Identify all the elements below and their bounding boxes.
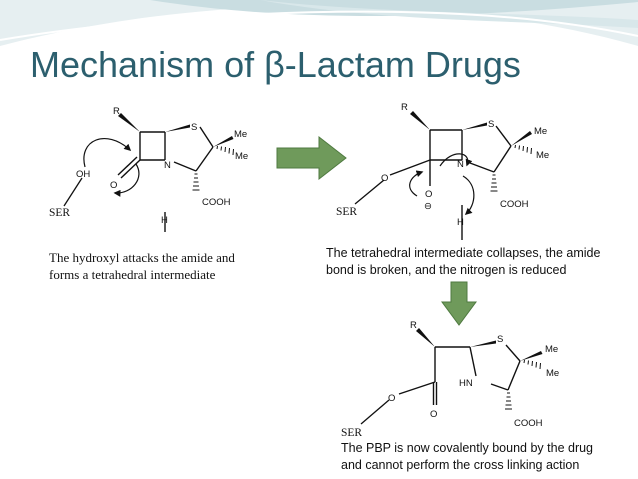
oxygen-label: O bbox=[388, 393, 395, 404]
arrow-down-icon bbox=[441, 281, 477, 326]
caption-line: forms a tetrahedral intermediate bbox=[49, 267, 216, 282]
oxygen-label: O bbox=[381, 173, 388, 184]
structure-acyl-enzyme: R S Me Me HN O O COOH SER bbox=[341, 320, 559, 439]
sulfur-label: S bbox=[191, 122, 197, 133]
caption-line: The PBP is now covalently bound by the d… bbox=[341, 441, 594, 455]
serine-label: SER bbox=[341, 427, 362, 439]
carboxyl-label: COOH bbox=[514, 418, 543, 429]
carboxyl-label: COOH bbox=[500, 199, 529, 210]
sulfur-label: S bbox=[497, 334, 503, 345]
caption-step-3: The PBP is now covalently bound by the d… bbox=[341, 440, 593, 474]
carboxyl-label: COOH bbox=[202, 197, 231, 208]
caption-step-2: The tetrahedral intermediate collapses, … bbox=[326, 245, 600, 279]
caption-line: The tetrahedral intermediate collapses, … bbox=[326, 246, 601, 260]
negative-charge-icon: ⊖ bbox=[424, 201, 432, 212]
amine-label: HN bbox=[459, 378, 473, 389]
r-label: R bbox=[401, 102, 408, 113]
methyl-label: Me bbox=[534, 126, 547, 137]
hydroxyl-label: OH bbox=[76, 169, 90, 180]
methyl-label: Me bbox=[234, 129, 247, 140]
structure-tetrahedral-intermediate: R S Me Me N O O ⊖ H COOH SER bbox=[336, 102, 549, 240]
structure-penicillin: R S Me Me N OH O COOH H SER bbox=[49, 106, 248, 232]
oxygen-label: O bbox=[430, 409, 437, 420]
slide-title: Mechanism of β-Lactam Drugs bbox=[30, 44, 521, 85]
header-swoosh bbox=[0, 0, 638, 46]
methyl-label: Me bbox=[536, 150, 549, 161]
oxygen-label: O bbox=[425, 189, 432, 200]
methyl-label: Me bbox=[546, 368, 559, 379]
caption-line: and cannot perform the cross linking act… bbox=[341, 458, 580, 472]
methyl-label: Me bbox=[545, 344, 558, 355]
caption-step-1: The hydroxyl attacks the amide and forms… bbox=[49, 249, 235, 283]
oxygen-label: O bbox=[110, 180, 117, 191]
methyl-label: Me bbox=[235, 151, 248, 162]
serine-label: SER bbox=[336, 206, 357, 218]
sulfur-label: S bbox=[488, 119, 494, 130]
r-label: R bbox=[113, 106, 120, 117]
nitrogen-label: N bbox=[164, 160, 171, 171]
caption-line: The hydroxyl attacks the amide and bbox=[49, 250, 235, 265]
r-label: R bbox=[410, 320, 417, 331]
caption-line: bond is broken, and the nitrogen is redu… bbox=[326, 263, 567, 277]
nitrogen-label: N bbox=[457, 159, 464, 170]
hydrogen-label: H bbox=[457, 217, 464, 228]
serine-label: SER bbox=[49, 207, 70, 219]
arrow-right-icon bbox=[276, 135, 347, 181]
hydrogen-label: H bbox=[161, 215, 168, 226]
